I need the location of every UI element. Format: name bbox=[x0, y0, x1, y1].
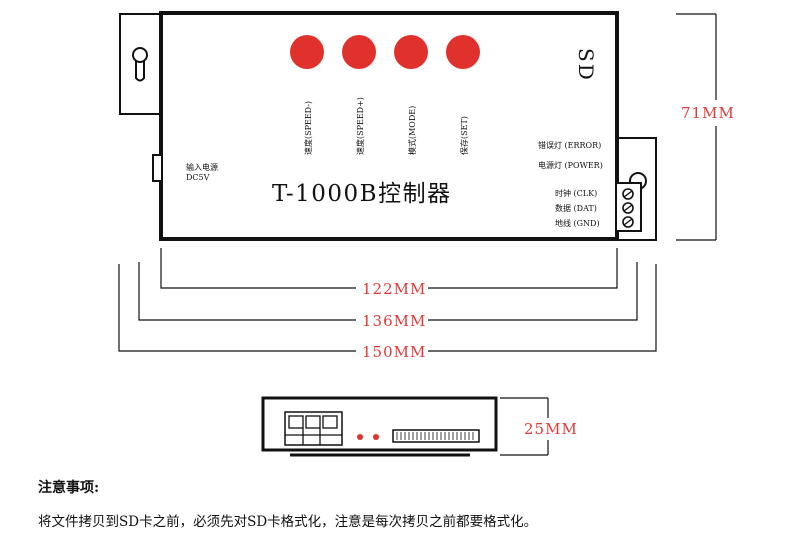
terminal-screws bbox=[622, 188, 634, 228]
clk-terminal-label: 时钟 (CLK) bbox=[555, 188, 597, 198]
power-indicator-label: 电源灯 (POWER) bbox=[538, 160, 603, 170]
notes-title: 注意事项: bbox=[38, 480, 100, 496]
height-dimension-label: 71MM bbox=[681, 104, 735, 122]
power-input-jack bbox=[152, 154, 163, 182]
model-name: T-1000B控制器 bbox=[272, 181, 452, 207]
screw-icon bbox=[622, 188, 634, 200]
speed-plus-button[interactable] bbox=[342, 35, 376, 69]
left-mount-hole-icon bbox=[132, 47, 148, 63]
width-150-label: 150MM bbox=[362, 343, 426, 361]
set-button[interactable] bbox=[446, 35, 480, 69]
power-led-icon bbox=[373, 434, 379, 440]
gnd-terminal-label: 地线 (GND) bbox=[555, 218, 600, 228]
button-label-set: 保存(SET) bbox=[459, 116, 469, 155]
screw-icon bbox=[622, 202, 634, 214]
screw-icon bbox=[622, 216, 634, 228]
mode-button[interactable] bbox=[394, 35, 428, 69]
speed-minus-button[interactable] bbox=[290, 35, 324, 69]
notes-text: 将文件拷贝到SD卡之前，必须先对SD卡格式化，注意是每次拷贝之前都要格式化。 bbox=[38, 514, 538, 530]
width-122-label: 122MM bbox=[362, 280, 426, 298]
button-label-mode: 模式(MODE) bbox=[407, 106, 417, 155]
power-input-voltage: DC5V bbox=[186, 173, 210, 182]
controller-body bbox=[159, 11, 619, 241]
error-indicator-label: 错误灯 (ERROR) bbox=[538, 140, 601, 150]
button-label-speed-minus: 速度(SPEED-) bbox=[303, 101, 313, 155]
side-view-terminal-block bbox=[284, 411, 343, 446]
controller-diagram: 速度(SPEED-) 速度(SPEED+) 模式(MODE) 保存(SET) S… bbox=[118, 11, 735, 457]
dat-terminal-label: 数据 (DAT) bbox=[555, 203, 597, 213]
width-150-bracket bbox=[118, 264, 657, 352]
sd-card-slot bbox=[392, 429, 480, 443]
error-led-icon bbox=[357, 434, 363, 440]
width-136-label: 136MM bbox=[362, 312, 426, 330]
sd-card-label: SD bbox=[574, 48, 598, 82]
left-mount-slot bbox=[135, 60, 145, 82]
thickness-dimension-label: 25MM bbox=[524, 420, 578, 438]
button-label-speed-plus: 速度(SPEED+) bbox=[355, 97, 365, 155]
power-input-label: 输入电源 bbox=[186, 162, 218, 172]
